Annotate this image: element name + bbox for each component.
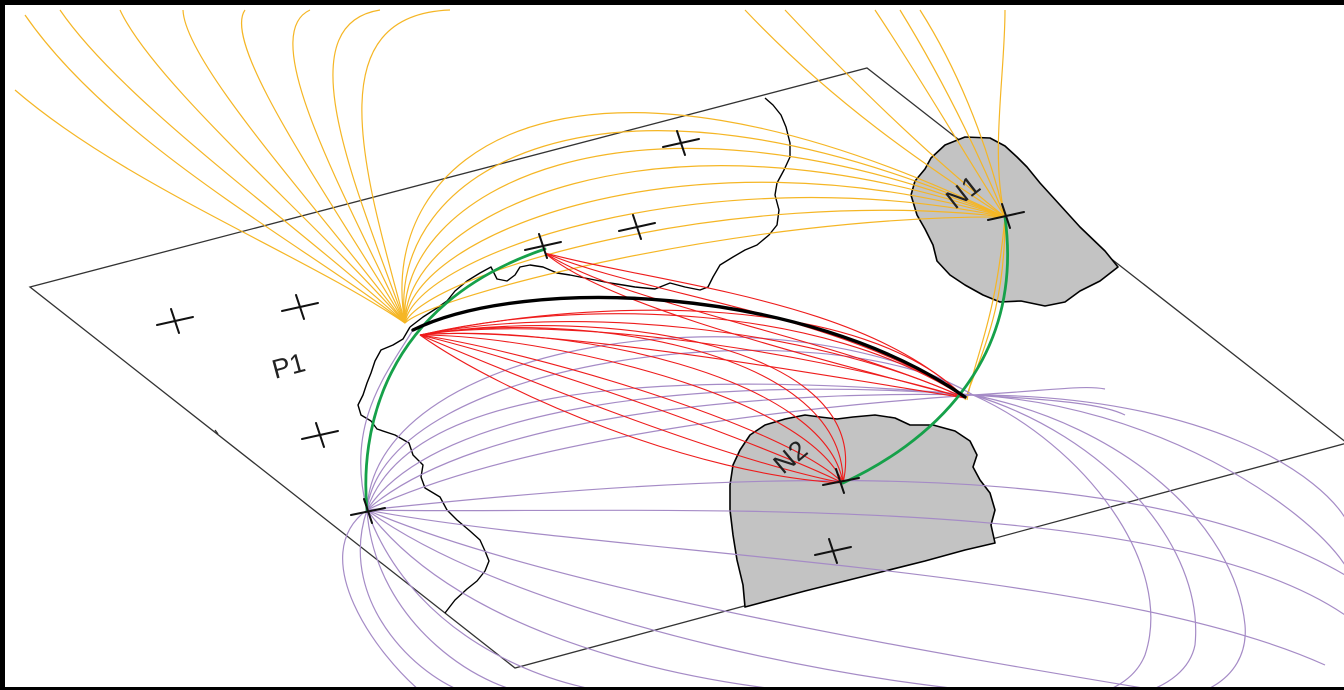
upper-field-line bbox=[404, 216, 1006, 324]
connecting-field-line bbox=[419, 327, 844, 484]
upper-field-line bbox=[784, 9, 1006, 218]
upper-field-line bbox=[182, 9, 406, 324]
upper-field-line bbox=[361, 9, 451, 324]
upper-field-line bbox=[964, 216, 1006, 401]
polarity-markers bbox=[156, 130, 1025, 564]
upper-field-line bbox=[404, 147, 1006, 324]
n2-region bbox=[729, 414, 996, 608]
upper-field-line bbox=[966, 216, 1006, 401]
upper-field-line bbox=[292, 9, 406, 324]
connecting-field-line bbox=[419, 334, 844, 484]
upper-field-line bbox=[404, 209, 1006, 324]
connecting-field-lines bbox=[419, 252, 966, 484]
lower-field-line bbox=[972, 394, 1197, 687]
lower-field-line bbox=[366, 509, 949, 687]
lower-field-line bbox=[366, 394, 974, 511]
marker-stroke bbox=[835, 468, 845, 494]
plane-outline bbox=[28, 67, 1344, 669]
lower-field-line bbox=[972, 394, 1152, 687]
lower-field-line bbox=[342, 509, 417, 687]
marker-stroke bbox=[295, 294, 305, 320]
lower-field-line bbox=[366, 509, 1141, 687]
lower-field-line bbox=[366, 393, 974, 511]
pil-upper bbox=[409, 97, 791, 328]
connecting-field-line bbox=[419, 325, 846, 484]
lower-field-line bbox=[359, 509, 455, 687]
marker-stroke bbox=[315, 422, 325, 448]
spine-left bbox=[364, 247, 547, 512]
marker-stroke bbox=[632, 214, 642, 240]
connecting-field-line bbox=[419, 334, 844, 484]
upper-field-line bbox=[59, 9, 406, 324]
pil-lower bbox=[357, 326, 490, 614]
marker-stroke bbox=[828, 538, 838, 564]
connecting-field-line bbox=[419, 332, 844, 484]
connecting-field-line bbox=[419, 309, 966, 399]
upper-field-line bbox=[24, 14, 406, 324]
magnetic-topology-diagram: P1 N1 N2 bbox=[14, 9, 1344, 687]
spine-right bbox=[841, 215, 1009, 485]
lower-field-line bbox=[366, 349, 974, 511]
upper-field-line bbox=[240, 9, 406, 324]
upper-field-line bbox=[404, 165, 1006, 324]
upper-field-line bbox=[404, 196, 1006, 324]
connecting-field-line bbox=[419, 334, 844, 484]
upper-field-line bbox=[744, 9, 1006, 218]
negative-polarity-regions bbox=[729, 136, 1119, 608]
lower-field-line bbox=[972, 394, 1126, 416]
connecting-field-line bbox=[419, 334, 844, 484]
marker-stroke bbox=[676, 130, 686, 156]
photospheric-plane bbox=[28, 67, 1344, 669]
marker-stroke bbox=[1001, 203, 1011, 229]
upper-field-line bbox=[403, 130, 1006, 324]
connecting-field-line bbox=[544, 252, 966, 399]
polarity-inversion-line bbox=[357, 97, 791, 614]
lower-field-line bbox=[366, 509, 1326, 666]
connecting-field-line bbox=[419, 321, 966, 399]
lower-field-line bbox=[972, 386, 1106, 396]
lower-field-line bbox=[972, 394, 1344, 518]
connecting-field-line bbox=[544, 252, 966, 399]
connecting-field-line bbox=[419, 328, 966, 399]
upper-field-line bbox=[919, 9, 1006, 218]
marker-stroke bbox=[170, 308, 180, 334]
lower-field-line bbox=[972, 394, 1344, 565]
marker-stroke bbox=[363, 498, 373, 524]
upper-field-line bbox=[899, 9, 1006, 218]
upper-field-line bbox=[119, 9, 406, 324]
upper-field-line bbox=[14, 89, 406, 324]
upper-field-line bbox=[997, 9, 1006, 218]
lower-field-line bbox=[972, 394, 1246, 687]
n1-region bbox=[910, 136, 1119, 307]
connecting-field-line bbox=[544, 252, 966, 399]
lower-field-lines bbox=[342, 329, 1344, 687]
lower-field-line bbox=[366, 509, 1344, 616]
connecting-field-line bbox=[544, 252, 966, 399]
label-p1: P1 bbox=[269, 347, 309, 385]
separator-line bbox=[411, 295, 967, 399]
upper-field-line bbox=[874, 9, 1006, 218]
upper-field-line bbox=[401, 112, 1006, 324]
lower-field-line bbox=[366, 509, 586, 687]
connecting-field-line bbox=[419, 334, 844, 484]
lower-field-line bbox=[366, 509, 765, 687]
upper-field-line bbox=[332, 9, 406, 324]
lower-field-line bbox=[360, 329, 414, 511]
plane-tick bbox=[214, 429, 219, 435]
marker-stroke bbox=[538, 233, 548, 259]
lower-field-line bbox=[366, 509, 507, 687]
lower-field-line bbox=[366, 479, 1344, 576]
upper-field-line bbox=[404, 181, 1006, 324]
upper-field-lines bbox=[14, 9, 1006, 401]
lower-field-line bbox=[366, 383, 974, 511]
separators-and-spines bbox=[364, 215, 1009, 512]
